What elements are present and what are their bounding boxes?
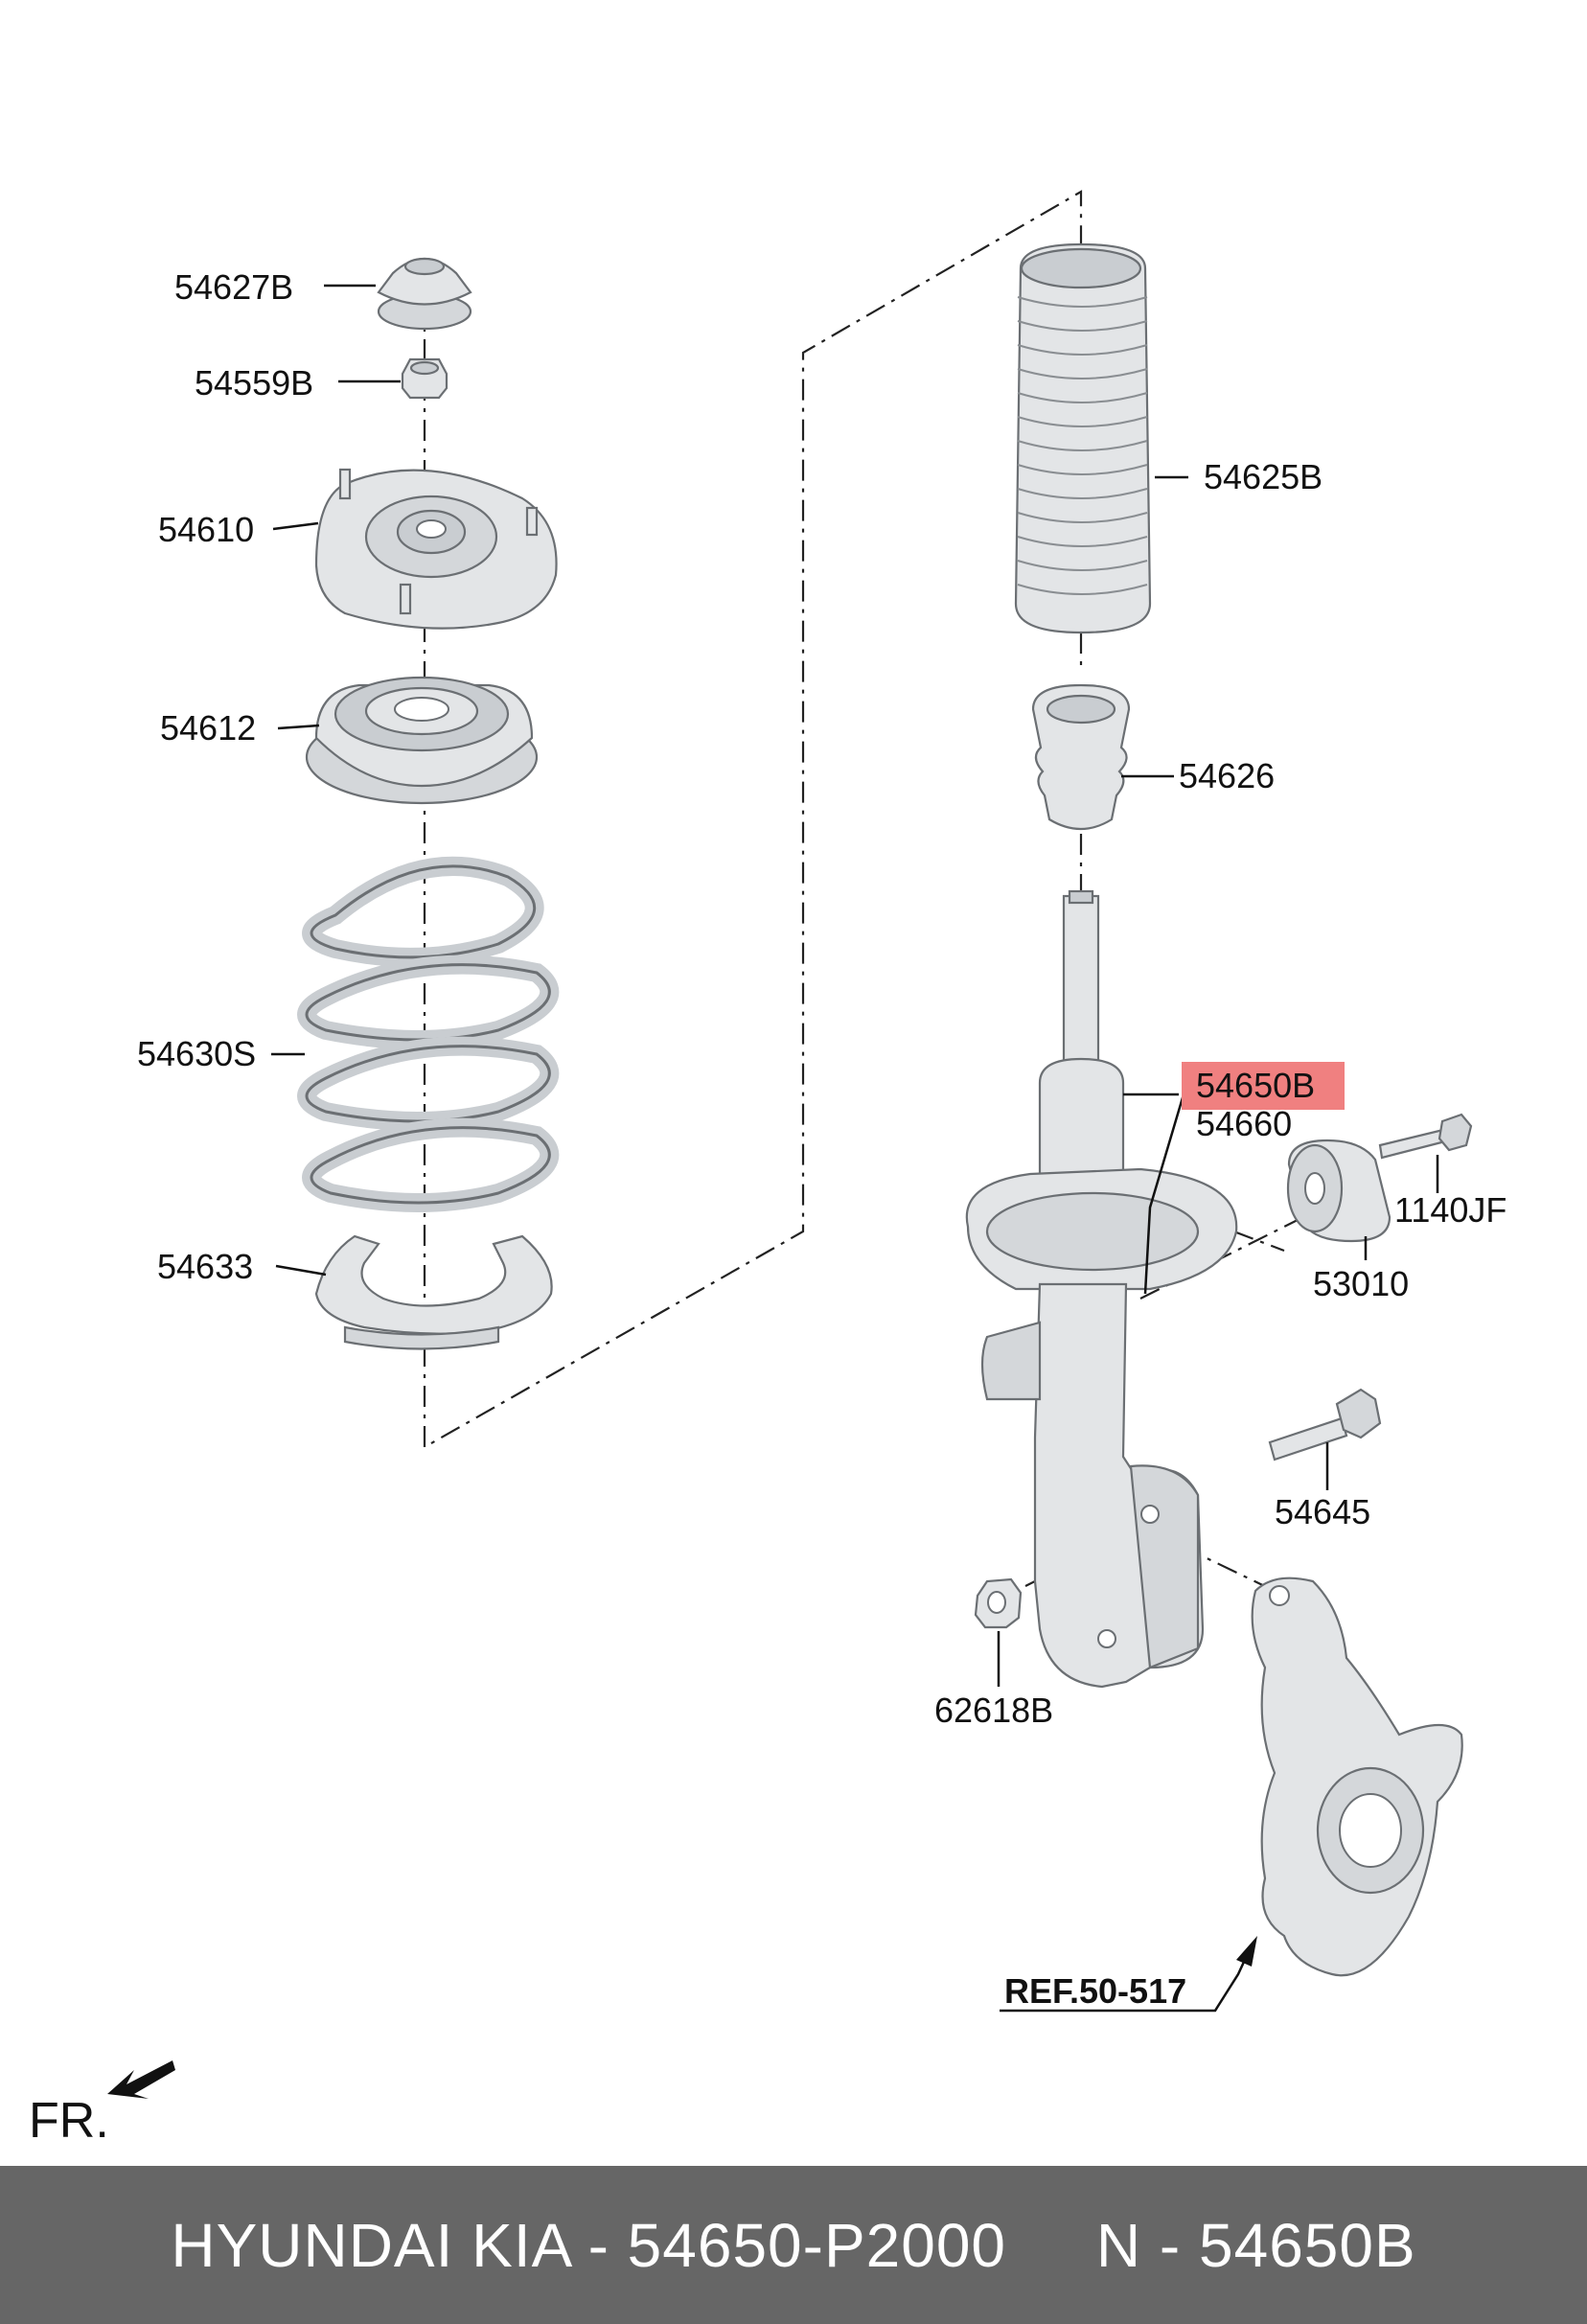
part-labels: 54627B 54559B 54610 54612 54630S 54633 5… <box>137 267 1506 2011</box>
part-54612-bearing <box>305 676 539 805</box>
part-54650B-strut-assembly <box>965 889 1238 1689</box>
label-54650B: 54650B <box>1196 1066 1315 1105</box>
label-54645: 54645 <box>1275 1492 1370 1531</box>
label-62618B: 62618B <box>934 1691 1053 1730</box>
label-54626: 54626 <box>1179 756 1275 795</box>
leader-lines <box>271 284 1439 2013</box>
part-54625B-dust-boot <box>1014 242 1152 634</box>
part-54645-bolt <box>1268 1388 1382 1461</box>
part-54627B-dust-cap <box>377 257 472 331</box>
label-54612: 54612 <box>160 708 256 748</box>
front-label: FR. <box>29 2093 109 2149</box>
front-direction-marker: FR. <box>29 2060 175 2149</box>
label-54610: 54610 <box>158 510 254 549</box>
part-1140JF-bolt <box>1378 1113 1473 1160</box>
part-62618B-nut <box>974 1577 1023 1629</box>
label-1140JF: 1140JF <box>1394 1190 1506 1230</box>
front-arrow-icon <box>107 2060 175 2099</box>
part-54626-bump-stop <box>1031 683 1131 830</box>
footer-part-number-text: HYUNDAI KIA - 54650-P2000 N - 54650B <box>171 2210 1416 2280</box>
part-54559B-nut <box>401 357 448 400</box>
label-ref-50-517: REF.50-517 <box>1004 1971 1186 2011</box>
part-53010-bushing <box>1286 1139 1392 1243</box>
part-54633-spring-pad <box>314 1234 553 1350</box>
label-54627B: 54627B <box>174 267 293 307</box>
label-54559B: 54559B <box>195 363 313 403</box>
label-54660: 54660 <box>1196 1104 1292 1143</box>
exploded-parts-diagram: 54627B 54559B 54610 54612 54630S 54633 5… <box>29 190 1506 2149</box>
label-54633: 54633 <box>157 1247 253 1286</box>
part-54630S-coil-spring <box>297 856 560 1212</box>
part-54610-strut-mount <box>314 468 558 630</box>
assembly-centerlines <box>423 190 1304 1592</box>
footer-bar: HYUNDAI KIA - 54650-P2000 N - 54650B <box>0 2166 1587 2324</box>
highlight-54650B <box>1182 1062 1345 1110</box>
label-54630S: 54630S <box>137 1034 256 1073</box>
label-54625B: 54625B <box>1204 457 1322 496</box>
label-53010: 53010 <box>1313 1264 1409 1303</box>
part-steering-knuckle <box>1251 1576 1463 1977</box>
